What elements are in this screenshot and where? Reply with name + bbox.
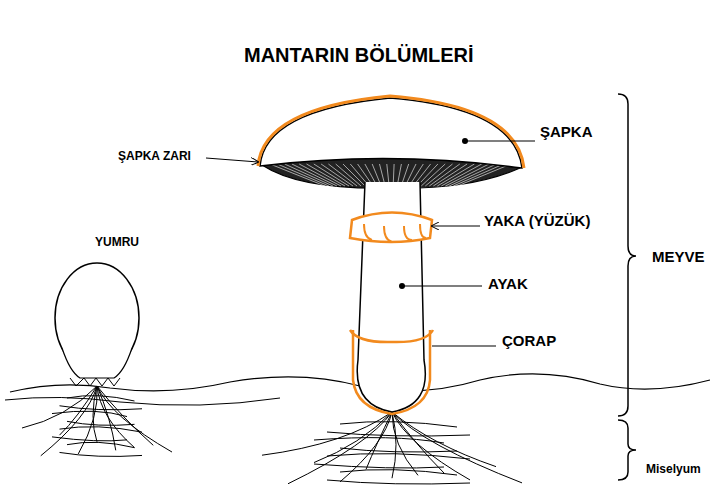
part-label: ŞAPKA ZARI <box>118 150 191 163</box>
bracket <box>618 420 636 480</box>
tuber-fringe <box>70 378 120 386</box>
part-label: ŞAPKA <box>540 124 593 141</box>
part-label: ÇORAP <box>502 333 556 350</box>
ring-folds <box>364 224 426 242</box>
cap <box>260 98 522 168</box>
ground-line <box>5 397 280 405</box>
bracket <box>618 94 636 416</box>
tuber-base <box>62 348 132 378</box>
part-label: AYAK <box>488 276 528 293</box>
leader-line <box>206 158 258 162</box>
mycelium <box>22 386 522 484</box>
part-label: MEYVE <box>652 249 705 266</box>
part-label: YAKA (YÜZÜK) <box>484 213 590 230</box>
part-label: Miselyum <box>646 463 701 476</box>
leader-line <box>465 140 535 141</box>
leader-line <box>402 285 482 286</box>
volva <box>350 330 433 342</box>
cap-membrane <box>258 96 524 168</box>
diagram-title: MANTARIN BÖLÜMLERİ <box>244 44 474 66</box>
ring <box>350 213 432 243</box>
part-label: YUMRU <box>95 236 139 249</box>
leader-line <box>432 226 480 227</box>
leader-line <box>432 345 496 346</box>
